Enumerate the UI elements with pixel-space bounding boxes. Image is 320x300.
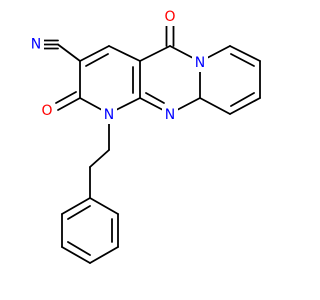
bond-c2-n1	[79, 97, 103, 111]
atom-ring-n2: N	[162, 107, 178, 124]
atom-ring-n1: N	[101, 107, 117, 124]
nitrile-n-label: N	[31, 37, 41, 53]
bond-ph-3	[89, 246, 119, 264]
bond-c3-c4b	[85, 53, 109, 67]
carbonyl-o-left-label: O	[41, 103, 52, 119]
bond-ph-6-inner	[67, 205, 91, 220]
molecule-structure: N O O N N N	[28, 9, 261, 264]
bond-c7-c8-inner	[230, 53, 255, 67]
bond-ph-6	[61, 197, 91, 215]
bond-cn-c3	[57, 43, 81, 62]
bond-n1-c10a	[115, 97, 141, 111]
bond-c3-c4a	[79, 45, 110, 62]
bond-ch2a-ch2b	[89, 149, 110, 168]
bond-c5-n6	[169, 45, 194, 59]
bond-c2-o-second	[55, 91, 77, 104]
bond-c4a-c5	[139, 45, 171, 62]
bond-ph-4-inner	[67, 241, 91, 256]
ring-n1-label: N	[104, 107, 114, 123]
ring-n3-label: N	[195, 55, 205, 71]
bond-c10a-n11-second	[145, 92, 165, 104]
bond-ph-1	[89, 197, 119, 215]
bond-c9-c10-inner	[230, 92, 255, 107]
atom-carbonyl-o-top: O	[162, 9, 178, 26]
bond-layer	[37, 21, 261, 264]
bond-n6-c7	[206, 45, 231, 59]
carbonyl-o-top-label: O	[164, 9, 175, 25]
atom-ring-n3: N	[192, 55, 208, 72]
bond-n11-c11a	[176, 97, 201, 111]
atom-carbonyl-o-left: O	[38, 102, 54, 119]
bond-c2-o	[57, 97, 81, 111]
bond-c4-c4a	[108, 45, 141, 62]
bond-c9-c10	[229, 97, 261, 115]
bond-ph-4	[61, 246, 91, 264]
bond-c10a-n11	[139, 97, 164, 111]
bond-c7-c8	[229, 45, 261, 62]
bond-c10-c11a	[199, 97, 231, 115]
atom-nitrile-n: N	[28, 36, 44, 53]
ring-n2-label: N	[165, 107, 175, 123]
atom-labels: N O O N N N	[28, 9, 208, 124]
